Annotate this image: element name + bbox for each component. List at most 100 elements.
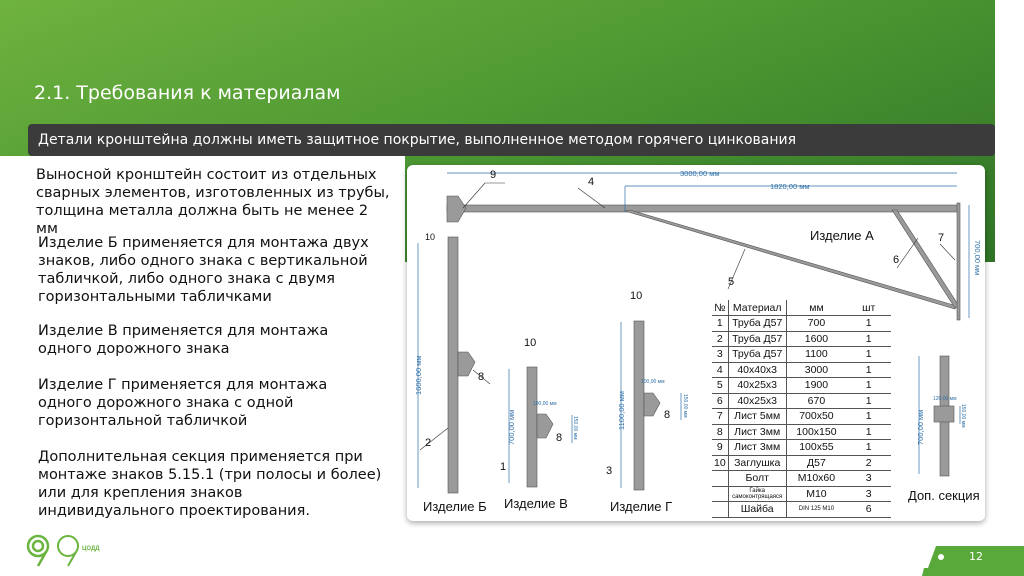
table-cell: 1	[846, 439, 892, 456]
table-cell: 40х25х3	[728, 377, 787, 394]
table-cell: М10	[786, 486, 847, 502]
table-cell: Д57	[786, 455, 847, 471]
page-tab-decoration	[922, 568, 1024, 576]
beam-4	[446, 204, 959, 213]
plate-dop	[933, 405, 955, 423]
table-cell: 1	[846, 424, 892, 440]
callout-2: 2	[425, 437, 431, 449]
table-cell: 3	[712, 346, 729, 363]
callout-9: 9	[490, 169, 496, 181]
col-header: Материал	[728, 300, 787, 316]
table-cell: Лист 3мм	[728, 424, 787, 440]
table-cell: 1	[846, 377, 892, 394]
table-cell: 1	[846, 362, 892, 378]
table-cell: 40х40х3	[728, 362, 787, 378]
label-dop-sektsiya: Доп. секция	[908, 488, 980, 503]
table-cell: 700	[786, 315, 847, 332]
paragraph-b: Изделие Б применяется для монтажа двух з…	[38, 235, 369, 305]
callout-8-g: 8	[664, 409, 670, 421]
pipe-1	[526, 366, 538, 488]
dim-120-dop: 120,00 мм	[933, 396, 957, 402]
callout-3: 3	[606, 465, 612, 477]
paragraph-v: Изделие В применяется для монтажа одного…	[38, 323, 329, 357]
table-cell: М10х60	[786, 470, 847, 487]
callout-1: 1	[500, 461, 506, 473]
logo-icon: ЦОДД	[26, 534, 100, 567]
table-cell: 1100	[786, 346, 847, 363]
table-cell	[712, 470, 729, 487]
dim-3000: 3000,00 мм	[680, 169, 720, 178]
callout-10-v: 10	[524, 337, 536, 349]
col-header: шт	[846, 300, 892, 316]
label-izdelie-b: Изделие Б	[423, 499, 487, 514]
dim-150-v: 150,00 мм	[572, 416, 578, 440]
table-cell: 3000	[786, 362, 847, 378]
paragraph-dop: Дополнительная секция применяется при мо…	[38, 449, 382, 519]
dim-100-g: 100,00 мм	[641, 379, 665, 385]
callout-7: 7	[938, 232, 944, 244]
page-number: 12	[928, 546, 1024, 568]
content-background	[0, 156, 405, 276]
dim-700-a: 700,00 мм	[973, 240, 982, 275]
plate-8-g	[643, 392, 661, 417]
table-cell: Труба Д57	[728, 331, 787, 347]
table-cell: 1	[846, 331, 892, 347]
table-cell: DIN 125 M10	[786, 501, 847, 518]
table-cell: Лист 3мм	[728, 439, 787, 456]
table-cell: 1	[846, 315, 892, 332]
callout-10-b: 10	[425, 232, 435, 242]
table-cell: 10	[712, 455, 729, 471]
table-cell: 100х150	[786, 424, 847, 440]
table-cell: 1900	[786, 377, 847, 394]
label-izdelie-v: Изделие В	[504, 496, 568, 511]
table-cell: Лист 5мм	[728, 408, 787, 425]
table-cell: 6	[846, 501, 892, 518]
table-cell: 1	[846, 393, 892, 409]
table-cell: 8	[712, 424, 729, 440]
table-cell: 4	[712, 362, 729, 378]
table-cell: 40х25х3	[728, 393, 787, 409]
table-cell: 1	[846, 408, 892, 425]
dim-150-g: 150,00 мм	[682, 394, 688, 418]
logo-text: ЦОДД	[82, 546, 100, 552]
table-cell: 7	[712, 408, 729, 425]
page-title: 2.1. Требования к материалам	[34, 82, 341, 104]
table-cell: Заглушка	[728, 455, 787, 471]
paragraph-intro: Выносной кронштейн состоит из отдельных …	[36, 167, 390, 237]
dim-100-v: 100,00 мм	[533, 401, 557, 407]
plate-7	[956, 202, 961, 321]
table-cell: 2	[846, 455, 892, 471]
callout-4: 4	[588, 176, 594, 188]
table-cell: Болт	[728, 470, 787, 487]
plate-8-b	[457, 351, 476, 377]
table-cell	[712, 501, 729, 518]
col-header: №	[712, 300, 729, 316]
plate-8-v	[536, 413, 554, 439]
plate-9	[446, 195, 467, 223]
table-cell: Гайка самоконтрящаяся	[728, 486, 787, 502]
paragraph-g: Изделие Г применяется для монтажа одного…	[38, 377, 328, 429]
table-cell: 700х50	[786, 408, 847, 425]
table-cell: 100х55	[786, 439, 847, 456]
callout-10-g: 10	[630, 290, 642, 302]
label-izdelie-g: Изделие Г	[610, 499, 672, 514]
table-cell: 2	[712, 331, 729, 347]
pipe-3	[633, 320, 645, 491]
table-cell: 1	[846, 346, 892, 363]
table-cell: 3	[846, 470, 892, 487]
